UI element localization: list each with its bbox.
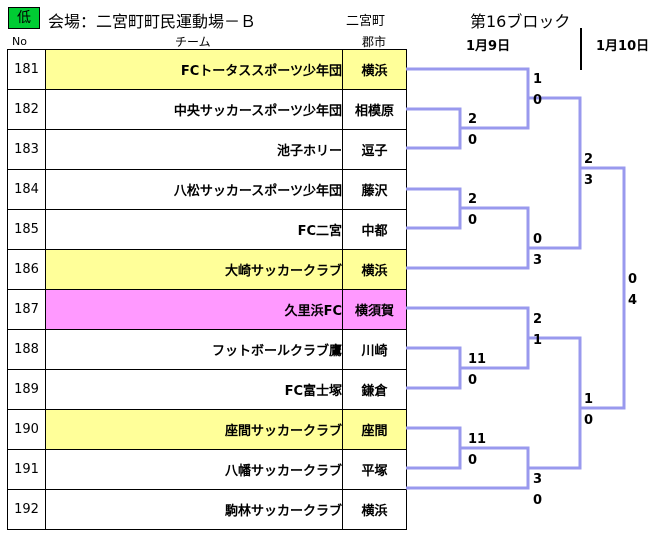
score-qf3-top: 2 [533,312,543,327]
bracket-qf-1 [406,67,530,130]
score-m2-bottom: 0 [468,213,478,228]
team-city: 逗子 [342,129,407,170]
score-sf1-top: 2 [584,152,594,167]
bracket-qf-3 [406,306,530,370]
venue-title: 会場：二宮町町民運動場－Ｂ [48,12,257,31]
score-qf1-top: 1 [533,72,543,87]
score-qf2-bottom: 3 [533,253,543,268]
bracket-qf-2 [406,206,530,270]
score-m1-bottom: 0 [468,133,478,148]
date-day2: 1月10日 [596,39,650,54]
score-m4-top: 11 [468,432,487,447]
date-day1: 1月9日 [466,39,511,54]
score-m1-top: 2 [468,112,478,127]
bracket-match-2 [406,187,462,230]
team-city: 平塚 [342,449,407,490]
score-qf4-top: 3 [533,472,543,487]
score-sf1-bottom: 3 [584,173,594,188]
team-number: 186 [7,249,46,290]
low-grade-badge: 低 [8,7,40,29]
team-name: 座間サッカークラブ [45,409,343,450]
score-final-top: 0 [628,272,638,287]
bracket-match-1 [406,107,462,150]
date-divider [580,28,582,70]
team-city: 横須賀 [342,289,407,330]
team-city: 鎌倉 [342,369,407,410]
column-header-city: 郡市 [362,35,387,49]
team-number: 182 [7,89,46,130]
bracket-match-3 [406,346,462,390]
team-name: 中央サッカースポーツ少年団 [45,89,343,130]
score-m2-top: 2 [468,192,478,207]
score-qf1-bottom: 0 [533,93,543,108]
block-title: 第16ブロック [470,12,571,31]
score-qf3-bottom: 1 [533,333,543,348]
team-number: 187 [7,289,46,330]
bracket-sf-2 [528,336,582,470]
team-name: FCトータススポーツ少年団 [45,49,343,90]
team-number: 189 [7,369,46,410]
score-qf2-top: 0 [533,232,543,247]
score-sf2-bottom: 0 [584,413,594,428]
team-number: 185 [7,209,46,250]
team-number: 191 [7,449,46,490]
team-city: 座間 [342,409,407,450]
team-city: 相模原 [342,89,407,130]
host-city: 二宮町 [346,14,386,29]
team-name: 駒林サッカークラブ [45,489,343,530]
score-sf2-top: 1 [584,392,594,407]
score-final-bottom: 4 [628,293,638,308]
team-city: 藤沢 [342,169,407,210]
score-m3-top: 11 [468,352,487,367]
bracket-match-4 [406,426,462,470]
team-name: 八松サッカースポーツ少年団 [45,169,343,210]
team-name: 八幡サッカークラブ [45,449,343,490]
team-name: 大崎サッカークラブ [45,249,343,290]
bracket-sf-1 [528,96,582,250]
team-city: 横浜 [342,489,407,530]
score-m4-bottom: 0 [468,453,478,468]
team-name: FC富士塚 [45,369,343,410]
team-city: 横浜 [342,49,407,90]
score-qf4-bottom: 0 [533,493,543,508]
team-name: 池子ホリー [45,129,343,170]
column-header-team: チーム [175,35,211,49]
score-m3-bottom: 0 [468,373,478,388]
column-header-no: No [12,35,27,48]
team-number: 184 [7,169,46,210]
team-number: 181 [7,49,46,90]
team-city: 横浜 [342,249,407,290]
bracket-final [580,166,626,410]
team-name: 久里浜FC [45,289,343,330]
